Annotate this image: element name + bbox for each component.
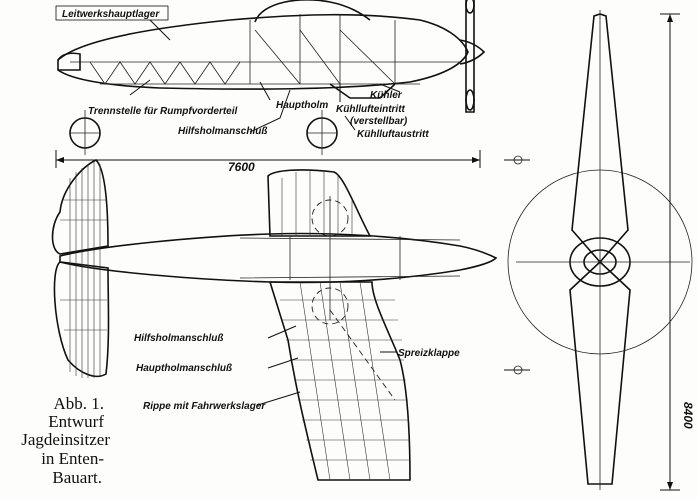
- span-value: 8400: [681, 402, 695, 429]
- figure-caption: Abb. 1. Entwurf Jagdeinsitzer in Enten- …: [21, 394, 110, 487]
- label-hauptholmanschluss: Hauptholmanschluß: [136, 363, 232, 374]
- label-hilfsholmanschluss-top: Hilfsholmanschluß: [178, 126, 267, 137]
- label-rippe: Rippe mit Fahrwerkslager: [143, 401, 266, 412]
- label-kuehlluftaustritt: Kühlluftaustritt: [357, 129, 429, 140]
- caption-line-3: Jagdeinsitzer: [21, 430, 110, 449]
- length-value: 7600: [228, 160, 255, 174]
- label-leitwerkshauptlager: Leitwerkshauptlager: [62, 9, 160, 20]
- front-view: [504, 10, 693, 490]
- label-hauptholm: Hauptholm: [276, 100, 328, 111]
- caption-line-4: in Enten-: [41, 449, 104, 468]
- annotations: Leitwerkshauptlager Trennstelle für Rump…: [55, 5, 695, 429]
- caption-line-5: Bauart.: [52, 468, 102, 487]
- label-hilfsholmanschluss: Hilfsholmanschluß: [134, 333, 223, 344]
- label-verstellbar: (verstellbar): [350, 116, 408, 127]
- caption-line-2: Entwurf: [48, 412, 104, 431]
- length-dimension: [55, 150, 481, 168]
- top-view: [51, 159, 498, 481]
- label-trennstelle: Trennstelle für Rumpfvorderteil: [88, 106, 238, 117]
- span-dimension: [660, 13, 680, 491]
- label-kuehler: Kühler: [370, 90, 403, 101]
- label-kuehllufteintritt: Kühllufteintritt: [336, 104, 406, 115]
- label-spreizklappe: Spreizklappe: [398, 348, 460, 359]
- caption-line-1: Abb. 1.: [53, 394, 104, 413]
